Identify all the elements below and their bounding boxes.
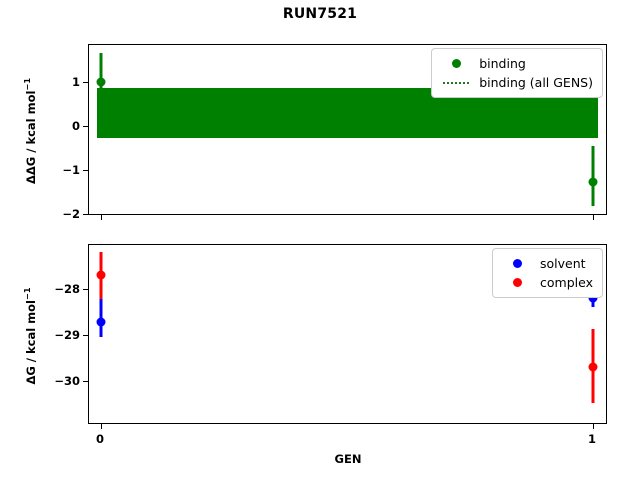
legend-item-binding-all-gens[interactable]: binding (all GENS): [439, 73, 593, 92]
point-binding-gen1: [588, 177, 598, 187]
point-binding-gen0: [96, 77, 106, 87]
ytick-label-top-m1: −1: [62, 163, 80, 177]
xtick-top-0: [101, 214, 102, 220]
legend-marker-icon: [500, 259, 534, 268]
ytick-bottom-m29: [83, 335, 89, 336]
ylabel-top-text: ΔΔG / kcal mol: [23, 90, 38, 184]
ylabel-bottom-exponent: −1: [22, 287, 33, 300]
ylabel-top-exponent: −1: [22, 77, 33, 91]
ytick-top-m2: [83, 214, 89, 215]
legend-label-solvent: solvent: [540, 256, 586, 271]
figure-title: RUN7521: [282, 6, 358, 22]
xtick-bottom-0: [101, 423, 102, 429]
ytick-label-top-1: 1: [71, 75, 80, 89]
ytick-top-1: [83, 82, 89, 83]
ylabel-bottom-text: ΔG / kcal mol: [23, 299, 38, 385]
ytick-bottom-m30: [83, 381, 89, 382]
legend-item-complex[interactable]: complex: [500, 273, 593, 292]
errorbar-binding-gen1: [591, 146, 595, 206]
legend-dotted-line-icon: [439, 81, 473, 84]
ytick-top-0: [83, 126, 89, 127]
legend-item-binding[interactable]: binding: [439, 54, 593, 73]
ylabel-delta-delta-g: ΔΔG / kcal mol−1: [22, 61, 38, 201]
ytick-label-bottom-m30: −30: [54, 374, 80, 388]
ytick-label-top-0: 0: [71, 119, 80, 133]
legend-label-binding: binding: [479, 56, 526, 71]
ytick-label-bottom-m29: −29: [54, 328, 80, 342]
axes-delta-g: solvent complex: [83, 244, 607, 429]
ylabel-delta-g: ΔG / kcal mol−1: [22, 270, 38, 402]
xtick-label-1: 1: [587, 432, 597, 446]
xlabel-gen: GEN: [334, 452, 362, 466]
point-solvent-gen1: [588, 293, 598, 303]
point-solvent-gen0: [96, 317, 106, 327]
xtick-top-1: [593, 214, 594, 220]
legend-marker-icon: [439, 59, 473, 68]
xtick-bottom-1: [593, 423, 594, 429]
ytick-top-m1: [83, 170, 89, 171]
legend-label-binding-all-gens: binding (all GENS): [479, 75, 593, 90]
ytick-bottom-m28: [83, 289, 89, 290]
axes-delta-delta-g: binding binding (all GENS): [83, 44, 607, 220]
legend-bottom[interactable]: solvent complex: [492, 248, 603, 298]
plot-area-bottom: [89, 245, 606, 423]
legend-label-complex: complex: [540, 275, 593, 290]
xtick-label-0: 0: [95, 432, 105, 446]
point-complex-gen0: [96, 270, 106, 280]
point-complex-gen1: [588, 362, 598, 372]
legend-top[interactable]: binding binding (all GENS): [431, 48, 603, 98]
ytick-label-top-m2: −2: [62, 207, 80, 221]
legend-marker-icon: [500, 278, 534, 287]
legend-item-solvent[interactable]: solvent: [500, 254, 593, 273]
ytick-label-bottom-m28: −28: [54, 282, 80, 296]
